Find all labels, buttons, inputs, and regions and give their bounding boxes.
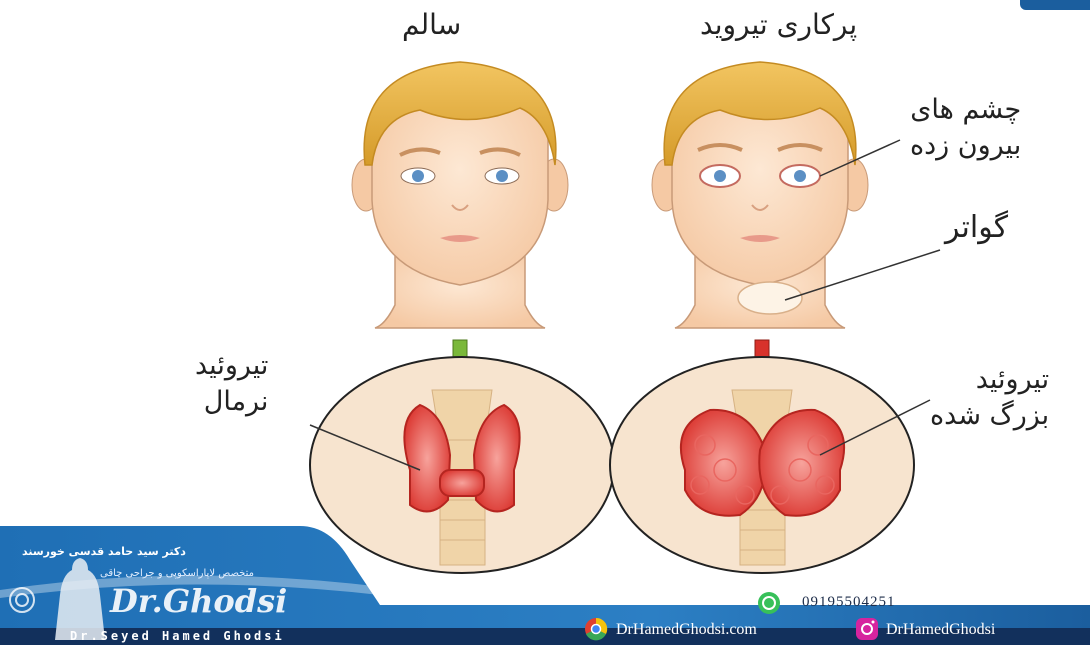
chrome-icon — [585, 618, 607, 640]
heading-hyperthyroid: پرکاری تیروید — [700, 8, 857, 41]
label-normal-thyroid: تیروئید نرمال — [195, 348, 268, 420]
instagram-handle[interactable]: DrHamedGhodsi — [886, 621, 995, 639]
doctor-name-en: Dr.Seyed Hamed Ghodsi — [70, 629, 285, 643]
whatsapp-icon — [758, 592, 780, 614]
label-goiter: گواتر — [945, 210, 1008, 246]
doctor-name-fa: دکتر سید حامد قدسی خورسند — [22, 545, 186, 558]
instagram-icon — [856, 618, 878, 640]
heading-healthy: سالم — [402, 8, 461, 41]
healthy-face — [352, 62, 568, 328]
hyperthyroid-face — [652, 62, 868, 328]
label-bulging-eyes: چشم های بیرون زده — [910, 92, 1021, 164]
normal-thyroid — [310, 357, 614, 573]
label-enlarged-thyroid: تیروئید بزرگ شده — [930, 362, 1049, 434]
doctor-specialty-fa: متخصص لاپاراسکوپی و جراحی چاقی — [100, 568, 254, 579]
phone-number[interactable]: 09195504251 — [802, 594, 896, 611]
website-link[interactable]: DrHamedGhodsi.com — [616, 621, 757, 639]
logo-script: Dr.Ghodsi — [110, 582, 287, 620]
enlarged-thyroid — [610, 357, 914, 573]
